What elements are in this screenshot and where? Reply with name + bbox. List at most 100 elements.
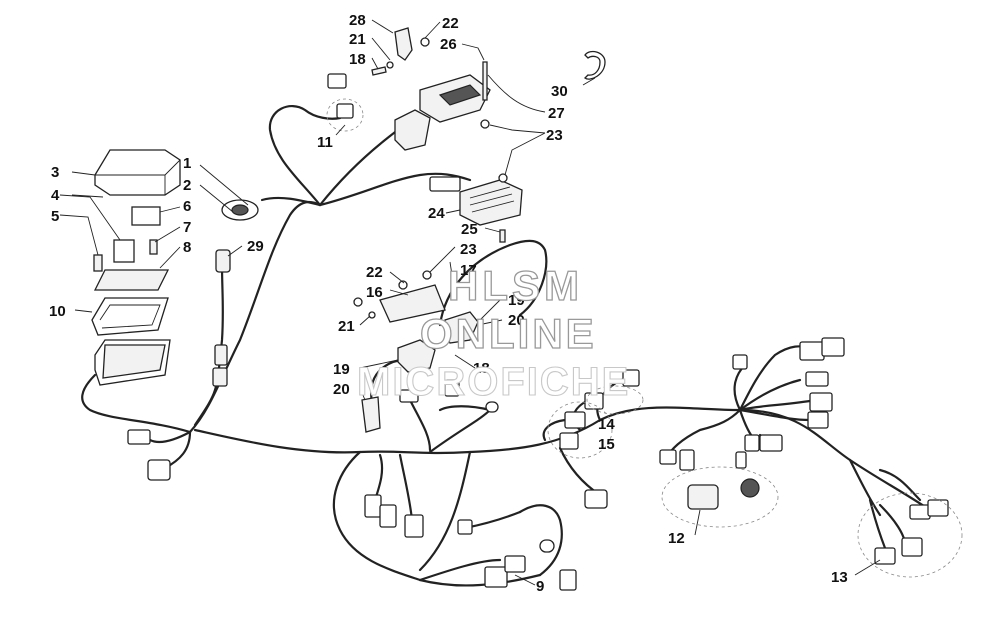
- connector-24: [429, 176, 461, 192]
- callout-19-right: 19: [508, 292, 525, 309]
- fuse-b: [149, 239, 158, 255]
- callout-26: 26: [440, 36, 457, 53]
- callout-5: 5: [51, 208, 59, 225]
- connector-t: [679, 449, 695, 471]
- bracket-28: [394, 27, 413, 61]
- connector-j: [622, 369, 640, 387]
- callout-25: 25: [461, 221, 478, 238]
- callout-7: 7: [183, 219, 191, 236]
- washer-21-mid: [368, 311, 376, 319]
- nut-22-left: [353, 297, 363, 307]
- callout-19-left: 19: [333, 361, 350, 378]
- nut-27: [480, 119, 490, 129]
- callout-24: 24: [428, 205, 445, 222]
- callout-28: 28: [349, 12, 366, 29]
- screw-25: [499, 229, 506, 243]
- connector-d: [444, 379, 460, 397]
- callout-23-mid: 23: [460, 241, 477, 258]
- oxygen-sensor: [212, 249, 231, 387]
- connector-g: [404, 514, 424, 538]
- fuse-box-base: [94, 339, 171, 386]
- connector-9b: [504, 555, 526, 573]
- components: [91, 27, 949, 591]
- connector-9c: [559, 569, 577, 591]
- callout-11: 11: [317, 134, 333, 151]
- starter-relay-left: [397, 339, 436, 373]
- watermark: HLSM ONLINE MICROFICHE: [356, 261, 630, 404]
- washer-21-top: [386, 61, 394, 69]
- callout-21-mid: 21: [338, 318, 355, 335]
- callout-17: 17: [460, 262, 477, 279]
- callout-4: 4: [51, 187, 60, 204]
- callout-3: 3: [51, 164, 59, 181]
- connector-13a: [909, 504, 931, 520]
- nut-23-mid: [422, 270, 432, 280]
- ring-terminal-bottom: [539, 539, 555, 553]
- clamp-ring: [584, 50, 606, 80]
- callout-13: 13: [831, 569, 848, 586]
- callout-6: 6: [183, 198, 191, 215]
- connector-m: [821, 337, 845, 357]
- callout-18-top: 18: [349, 51, 366, 68]
- connector-p: [807, 411, 829, 429]
- callout-27: 27: [548, 105, 565, 122]
- connector-n: [805, 371, 829, 387]
- callout-14: 14: [598, 416, 615, 433]
- fuse-label-plate: [93, 269, 170, 291]
- fuse-box-cover: [94, 149, 181, 196]
- connector-q: [759, 434, 783, 452]
- callout-2: 2: [183, 177, 191, 194]
- connector-a: [127, 429, 151, 445]
- group-outlines: [326, 98, 963, 578]
- voltage-regulator: [459, 179, 523, 226]
- connector-11b: [336, 103, 354, 119]
- connector-13d: [901, 537, 923, 557]
- connector-i: [584, 489, 608, 509]
- connector-s: [659, 449, 677, 465]
- nut-22-mid: [398, 280, 408, 290]
- callout-1: 1: [183, 155, 191, 172]
- ignition-module: [394, 74, 491, 151]
- callout-20-left: 20: [333, 381, 350, 398]
- watermark-online: ONLINE: [420, 310, 597, 357]
- connector-e: [364, 494, 382, 518]
- connector-14a: [564, 411, 586, 429]
- connector-l: [799, 341, 825, 361]
- callout-23-upper: 23: [546, 127, 563, 144]
- connector-u: [735, 451, 747, 469]
- relay-large: [131, 206, 161, 226]
- connector-h: [457, 519, 473, 535]
- callout-21-top: 21: [349, 31, 366, 48]
- starter-relay-right: [444, 311, 479, 344]
- connector-15: [559, 432, 579, 450]
- callout-8: 8: [183, 239, 191, 256]
- callout-labels: 1 2 3 4 5 6 7 8 9 10 11 12 13 14 15 16 1…: [49, 12, 848, 595]
- callout-16: 16: [366, 284, 383, 301]
- screw-18-top: [371, 66, 387, 76]
- nut-22-top: [420, 37, 430, 47]
- grommet: [221, 199, 259, 221]
- fuse-holder-left: [361, 396, 381, 433]
- nut-23-upper: [498, 173, 508, 183]
- callout-10: 10: [49, 303, 66, 320]
- callout-22-top: 22: [442, 15, 459, 32]
- screw-26: [482, 61, 488, 101]
- fuse-box-frame: [91, 297, 169, 336]
- connector-r: [744, 434, 760, 452]
- callout-20-right: 20: [508, 312, 525, 329]
- connector-9a: [484, 566, 508, 588]
- watermark-microfiche: MICROFICHE: [357, 360, 630, 404]
- watermark-hlsm: HLSM: [448, 262, 583, 309]
- ring-terminal-mid: [485, 401, 499, 413]
- connector-k: [732, 354, 748, 370]
- callout-22-mid: 22: [366, 264, 383, 281]
- diagnostic-cap: [740, 478, 760, 498]
- bracket-16: [379, 284, 446, 323]
- connector-13b: [927, 499, 949, 517]
- fuse-a: [93, 254, 103, 272]
- relay-small: [113, 239, 135, 263]
- callout-9: 9: [536, 578, 544, 595]
- connector-c: [399, 389, 419, 403]
- callout-15: 15: [598, 436, 615, 453]
